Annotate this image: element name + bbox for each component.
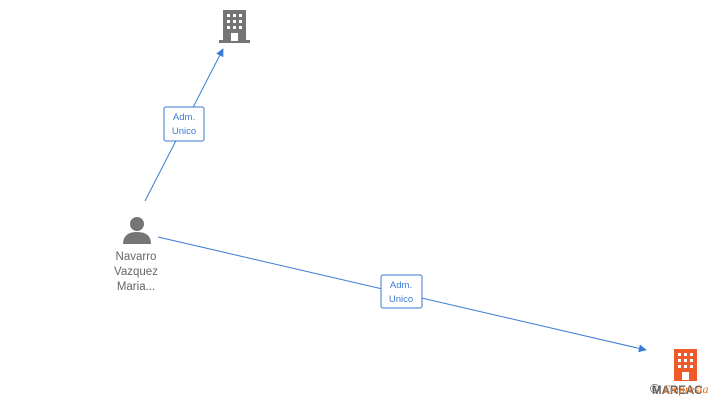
edge-label-bottom-line1: Adm. [390,280,412,291]
edge-label-top[interactable]: Adm. Unico [163,106,205,142]
person-name-line3: Maria... [116,281,156,293]
copyright-symbol: © [650,381,660,396]
person-name-label[interactable]: Navarro Vazquez Maria... [100,250,172,295]
company-name-label[interactable]: MAREAC [652,385,703,397]
edge-label-bottom[interactable]: Adm. Unico [380,274,423,309]
edge-label-top-line1: Adm. [173,112,195,123]
building-icon[interactable] [674,349,697,381]
edge-label-top-line2: Unico [172,126,196,137]
person-name-line2: Vazquez [114,266,158,278]
edge-label-bottom-line2: Unico [389,294,413,305]
watermark: © Empresia [650,381,709,397]
person-icon[interactable] [123,217,151,244]
watermark-brand: Empresia [662,382,709,396]
building-icon[interactable] [219,10,250,43]
person-name-line1: Navarro [115,251,157,263]
